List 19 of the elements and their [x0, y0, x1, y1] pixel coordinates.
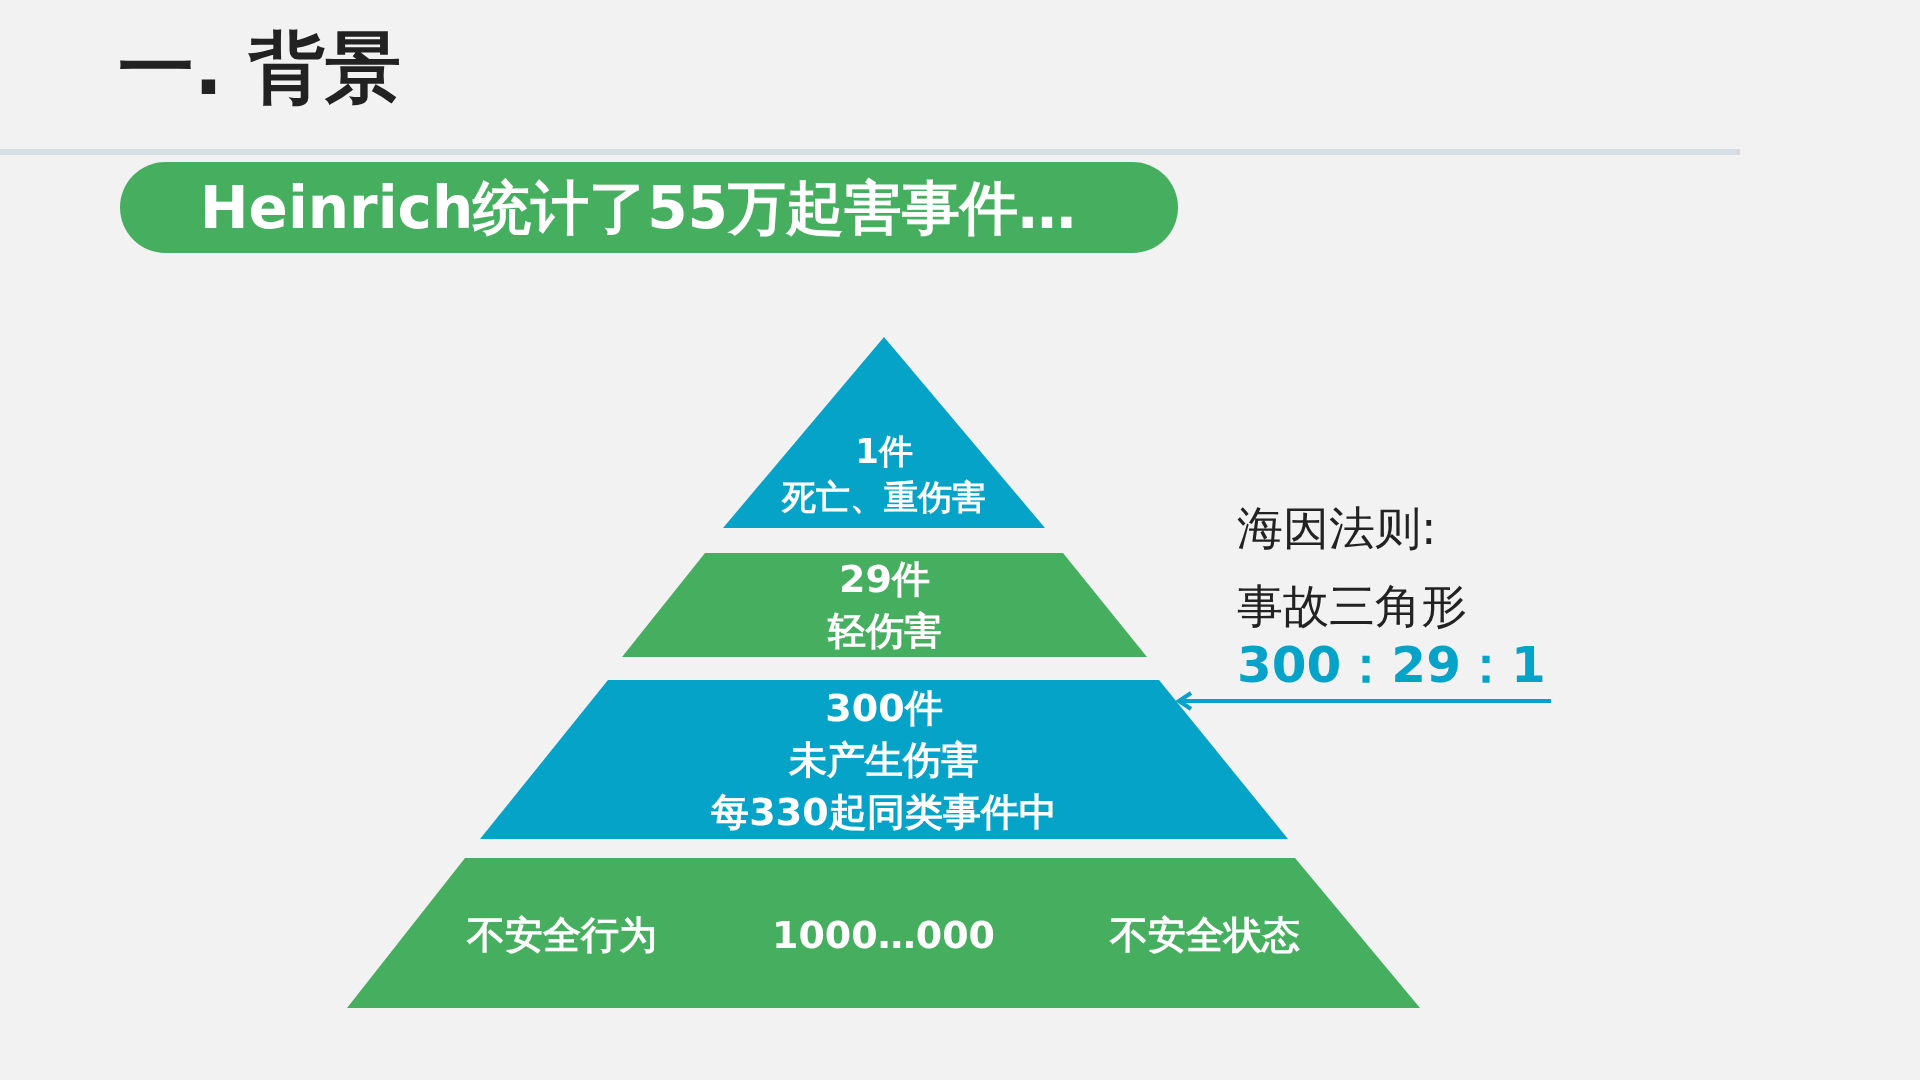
layer-text: 1件	[855, 430, 913, 473]
page-title: 一. 背景	[118, 30, 402, 106]
heading-banner: Heinrich统计了55万起害事件…	[120, 162, 1178, 253]
ratio-label: 300：29：1	[1237, 635, 1546, 696]
layer-text: 每330起同类事件中	[711, 788, 1057, 836]
layer-text: 不安全状态	[1110, 912, 1300, 959]
arrow	[1177, 691, 1551, 711]
layer-text: 1000…000	[771, 912, 996, 959]
rule-label: 事故三角形	[1237, 578, 1467, 635]
layer-text: 29件	[839, 556, 930, 603]
layer-text: 死亡、重伤害	[782, 476, 986, 519]
layer-text: 轻伤害	[827, 608, 942, 655]
rule-label: 海因法则:	[1237, 500, 1437, 557]
pyramid-layer	[347, 858, 1420, 1008]
layer-text: 300件	[825, 684, 943, 732]
layer-text: 不安全行为	[467, 912, 657, 959]
layer-text: 未产生伤害	[789, 736, 979, 784]
pyramid-layer	[723, 337, 1045, 528]
pyramid-layer	[622, 553, 1147, 657]
